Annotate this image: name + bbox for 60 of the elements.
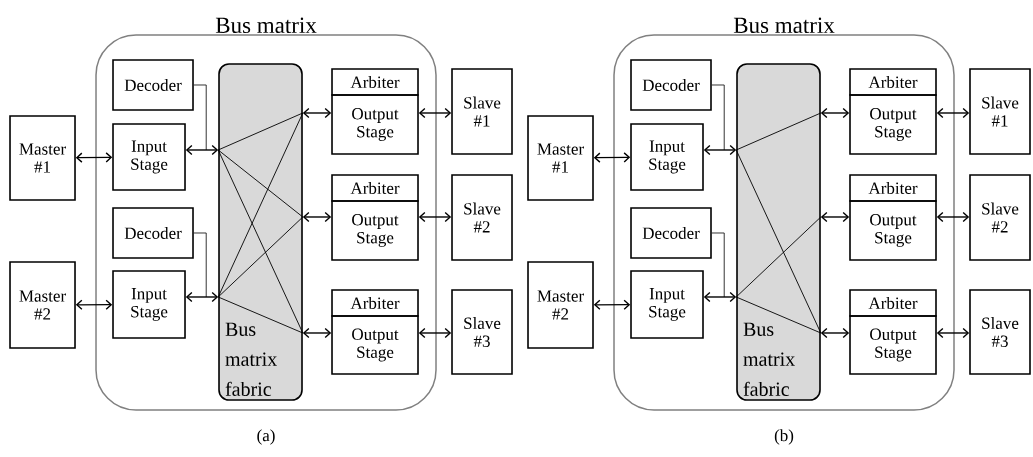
output-stage-box: Output Stage	[849, 94, 937, 155]
master-box: Master #1	[527, 115, 594, 201]
slave-box: Slave #1	[969, 68, 1031, 155]
arrow	[302, 211, 332, 223]
output-stage-box: Output Stage	[331, 315, 419, 375]
input-stage-box: Input Stage	[112, 270, 186, 339]
arbiter-box: Arbiter	[849, 174, 937, 202]
decoder-box: Decoder	[112, 59, 194, 111]
slave-box: Slave #2	[969, 174, 1031, 261]
arrow	[593, 299, 631, 310]
input-stage-box: Input Stage	[112, 123, 186, 191]
decoder-box: Decoder	[112, 207, 194, 259]
output-stage-box: Output Stage	[849, 200, 937, 261]
output-stage-box: Output Stage	[849, 315, 937, 375]
master-box: Master #2	[9, 261, 76, 349]
output-stage-box: Output Stage	[331, 94, 419, 155]
arrow	[418, 107, 452, 119]
connector-line	[193, 84, 207, 151]
arrow	[820, 211, 850, 223]
connector-line	[711, 232, 725, 298]
slave-box: Slave #2	[451, 174, 513, 261]
arrow	[936, 107, 970, 119]
slave-box: Slave #1	[451, 68, 513, 155]
arrow	[820, 107, 850, 119]
arbiter-box: Arbiter	[849, 289, 937, 317]
panel-caption: (a)	[257, 429, 275, 445]
arrow	[418, 327, 452, 339]
slave-box: Slave #3	[969, 289, 1031, 375]
master-box: Master #2	[527, 261, 594, 349]
output-stage-box: Output Stage	[331, 200, 419, 261]
arrow	[302, 107, 332, 119]
input-stage-box: Input Stage	[630, 270, 704, 339]
fabric-block: Bus matrix fabric	[218, 63, 303, 401]
master-box: Master #1	[9, 115, 76, 201]
arrow	[185, 291, 219, 303]
arbiter-box: Arbiter	[331, 68, 419, 96]
arrow	[593, 152, 631, 163]
arrow	[75, 152, 113, 163]
arrow	[703, 144, 737, 156]
node-label: Bus matrix	[733, 17, 835, 34]
arrow	[418, 211, 452, 223]
input-stage-box: Input Stage	[630, 123, 704, 191]
arrow	[185, 144, 219, 156]
node-label: Bus matrix	[215, 17, 317, 34]
connector-line	[711, 84, 725, 151]
arrow	[820, 327, 850, 339]
arbiter-box: Arbiter	[331, 174, 419, 202]
arrow	[703, 291, 737, 303]
decoder-box: Decoder	[630, 207, 712, 259]
arrow	[75, 299, 113, 310]
arrow	[936, 211, 970, 223]
connector-line	[193, 232, 207, 298]
panel-caption: (b)	[774, 429, 794, 445]
arbiter-box: Arbiter	[331, 289, 419, 317]
arrow	[302, 327, 332, 339]
decoder-box: Decoder	[630, 59, 712, 111]
arrow	[936, 327, 970, 339]
slave-box: Slave #3	[451, 289, 513, 375]
arbiter-box: Arbiter	[849, 68, 937, 96]
fabric-block: Bus matrix fabric	[736, 63, 821, 401]
